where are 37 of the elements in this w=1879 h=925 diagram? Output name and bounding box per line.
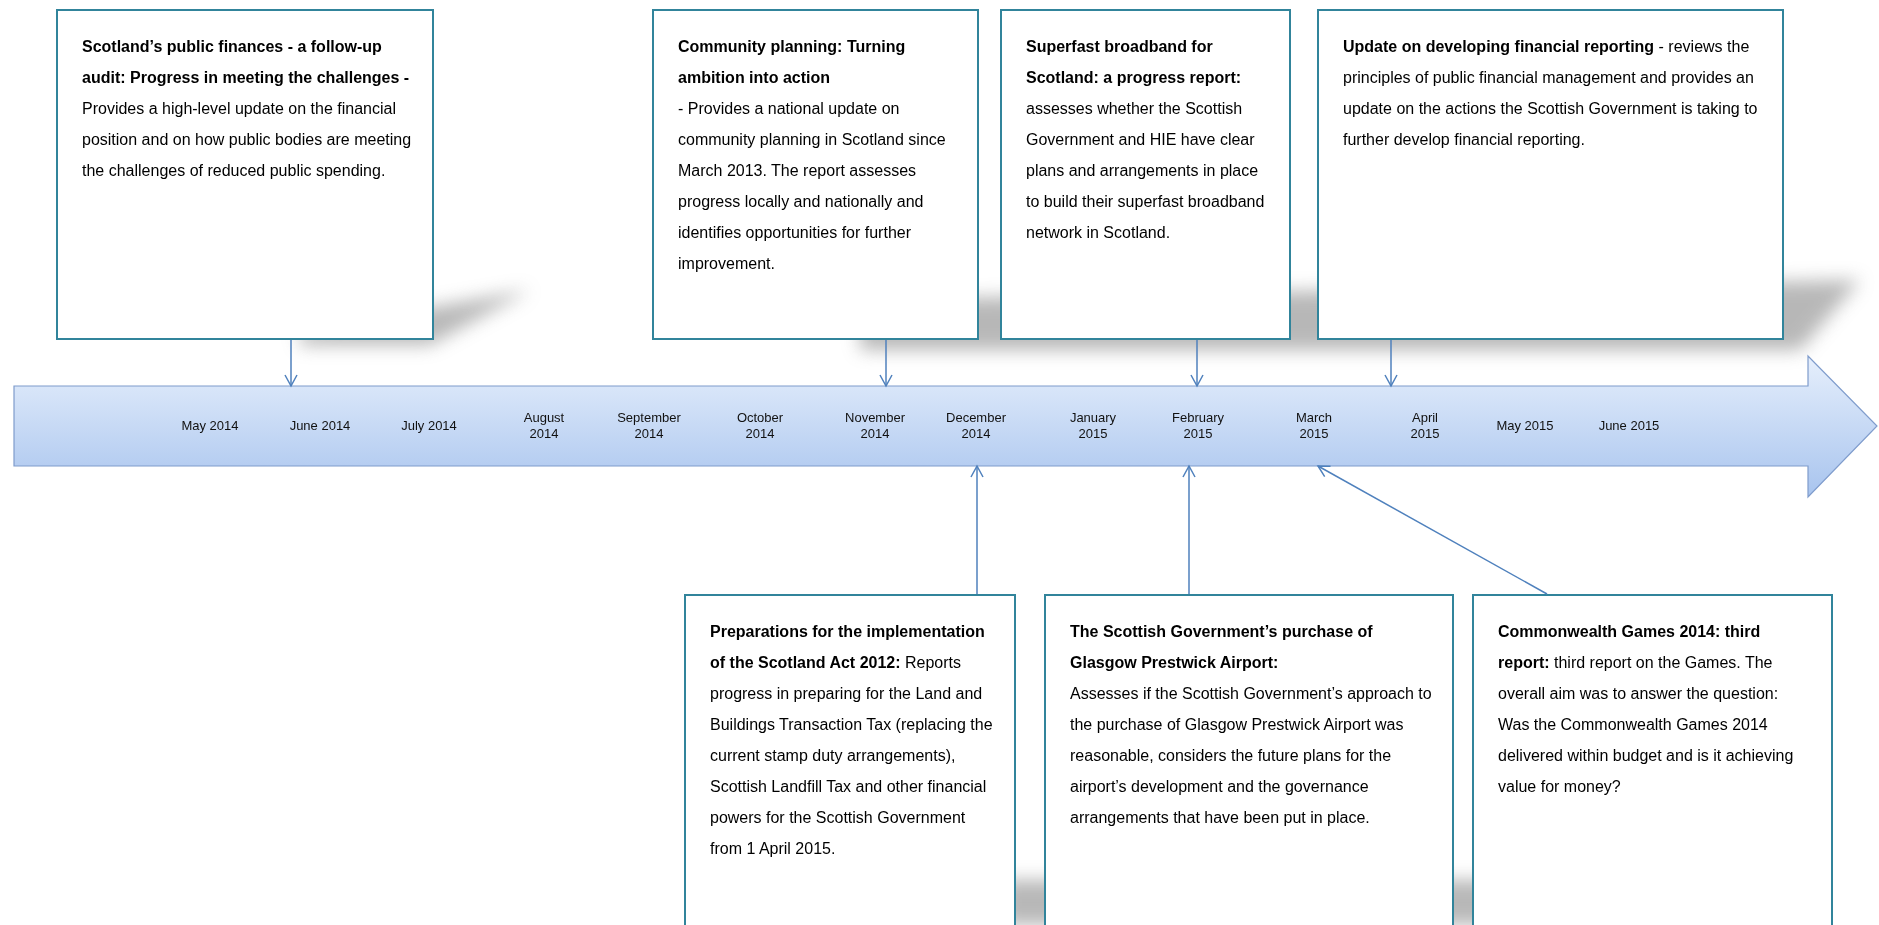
report-description: - Provides a national update on community planning in Scotland since March 2013. The report assesses progress locally and nationally and identifies opportunities for further improvement.	[678, 99, 947, 274]
report-box	[652, 9, 979, 340]
month-label: June 2015	[1598, 418, 1660, 434]
month-label: November 2014	[845, 410, 905, 442]
report-description: Commonwealth Games 2014: third report: third report on the Games. The overall aim was to answer the question: Was the Commonwealth Games 2014 delivered within budget and is it achieving value for money?	[1498, 622, 1795, 797]
month-label: June 2014	[289, 418, 351, 434]
month-label: August 2014	[523, 410, 565, 442]
report-title: Community planning: Turning ambition into action	[678, 37, 907, 88]
report-description: Assesses if the Scottish Government’s approach to the purchase of Glasgow Prestwick Airport was reasonable, considers the future plans for the airport’s development and the governance arrangements that have been put in place.	[1070, 684, 1433, 828]
month-label: March 2015	[1295, 410, 1333, 442]
report-box	[1317, 9, 1784, 340]
report-title: The Scottish Government’s purchase of Glasgow Prestwick Airport:	[1070, 622, 1374, 673]
month-label: May 2015	[1496, 418, 1554, 434]
month-label: April 2015	[1410, 410, 1440, 442]
arrow	[970, 465, 984, 595]
arrow	[1317, 465, 1548, 595]
report-box	[1044, 594, 1454, 925]
month-label: December 2014	[946, 410, 1006, 442]
arrow	[284, 339, 298, 387]
report-description: Preparations for the implementation of the Scotland Act 2012: Reports progress in preparing for the Land and Buildings Transaction Tax (replacing the current stamp duty arrangements), Scottish Landfill Tax and other financial powers for the Scottish Government from 1 April 2015.	[710, 622, 994, 859]
month-label: October 2014	[736, 410, 784, 442]
month-label: September 2014	[617, 410, 681, 442]
report-description: Superfast broadband for Scotland: a progress report: assesses whether the Scottish Government and HIE have clear plans and arrangements in place to build their superfast broadband network in Scotland.	[1026, 37, 1266, 243]
report-box	[684, 594, 1016, 925]
arrow	[1384, 339, 1398, 387]
report-box	[1472, 594, 1833, 925]
report-box	[1000, 9, 1291, 340]
month-label: July 2014	[401, 418, 457, 434]
arrow	[1190, 339, 1204, 387]
arrow	[1182, 465, 1196, 595]
report-description: Scotland’s public finances - a follow-up audit: Progress in meeting the challenges -Provides a high-level update on the financial position and on how public bodies are meeting the challenges of reduced public spending.	[82, 37, 413, 181]
arrow	[879, 339, 893, 387]
month-label: February 2015	[1172, 410, 1224, 442]
month-label: January 2015	[1069, 410, 1117, 442]
month-label: May 2014	[181, 418, 239, 434]
report-box	[56, 9, 434, 340]
report-description: Update on developing financial reporting - reviews the principles of public financial management and provides an update on the actions the Scottish Government is taking to further develop financial reporting.	[1343, 37, 1759, 150]
